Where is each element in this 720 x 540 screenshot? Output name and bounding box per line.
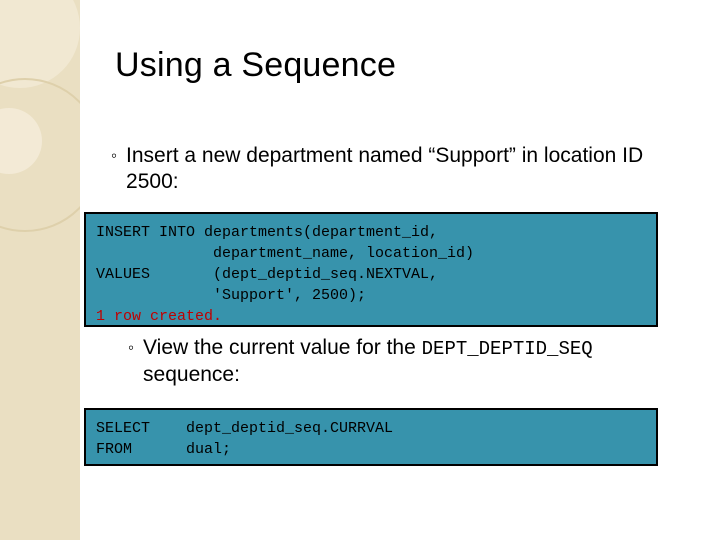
bullet-text-view-prefix: View the current value for the bbox=[143, 336, 422, 359]
code-block-select: SELECT dept_deptid_seq.CURRVAL FROM dual; bbox=[84, 408, 658, 466]
code-block-insert: INSERT INTO departments(department_id, d… bbox=[84, 212, 658, 327]
code-line: SELECT dept_deptid_seq.CURRVAL bbox=[96, 420, 394, 437]
page-title: Using a Sequence bbox=[115, 46, 397, 84]
bullet-text-insert: Insert a new department named “Support” … bbox=[126, 144, 644, 193]
slide-content: Using a Sequence ◦ Insert a new departme… bbox=[80, 0, 720, 540]
code-line: FROM dual; bbox=[96, 441, 232, 458]
decorative-circle-top bbox=[0, 0, 80, 88]
bullet-marker-icon: ◦ bbox=[128, 338, 135, 357]
code-result-message: 1 row created. bbox=[96, 308, 223, 325]
code-line: VALUES (dept_deptid_seq.NEXTVAL, bbox=[96, 266, 439, 283]
bullet-item-view: ◦ View the current value for the DEPT_DE… bbox=[111, 335, 671, 388]
bullet-marker-icon: ◦ bbox=[111, 146, 118, 165]
code-line: department_name, location_id) bbox=[96, 245, 475, 262]
code-line: 'Support', 2500); bbox=[96, 287, 367, 304]
code-line: INSERT INTO departments(department_id, bbox=[96, 224, 439, 241]
sequence-name: DEPT_DEPTID_SEQ bbox=[421, 338, 593, 360]
bullet-item-insert: ◦ Insert a new department named “Support… bbox=[111, 143, 701, 195]
bullet-text-view-suffix: sequence: bbox=[143, 363, 240, 386]
bullet-text-view: View the current value for the DEPT_DEPT… bbox=[143, 335, 671, 388]
decorative-left-band bbox=[0, 0, 80, 540]
